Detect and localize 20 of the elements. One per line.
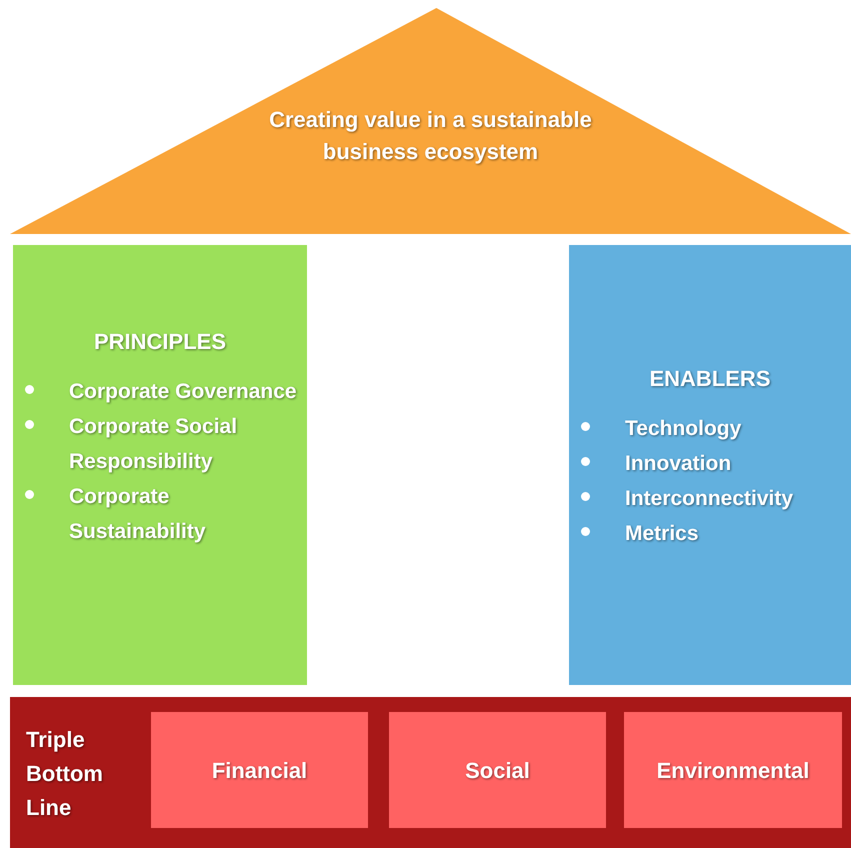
pillar-foundation-box	[389, 712, 606, 828]
list-item: Metrics	[625, 521, 699, 547]
foundation-label: Financial	[212, 756, 308, 784]
foundation-label: Environmental	[656, 756, 810, 784]
pillar-heading: ENABLERS	[649, 365, 770, 393]
pillar-box	[13, 245, 307, 685]
base-band	[10, 697, 851, 848]
roof-text: Creating value in a sustainable business ecosystem	[268, 106, 593, 166]
foundation-label: Social	[465, 756, 530, 784]
pillar-heading: PRINCIPLES	[94, 328, 226, 356]
list-item: Innovation	[625, 451, 732, 477]
pillar-foundation-box	[624, 712, 842, 828]
pillar-box	[569, 245, 851, 685]
band-label: Triple Bottom Line	[26, 726, 104, 822]
list-item: Corporate Social Responsibility	[69, 414, 238, 475]
pillar-foundation-box	[151, 712, 368, 828]
list-item: Technology	[625, 416, 742, 442]
list-item: Corporate Sustainability	[69, 484, 207, 545]
list-item: Interconnectivity	[625, 486, 794, 512]
list-item: Corporate Governance	[69, 379, 297, 405]
